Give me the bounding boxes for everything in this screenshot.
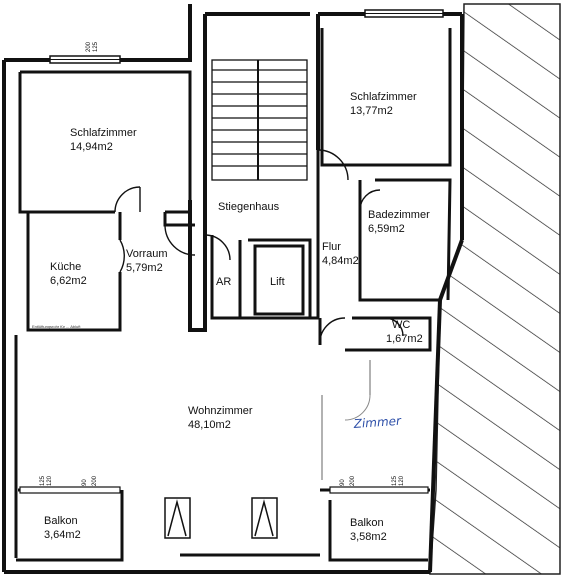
- window-top-right: [364, 9, 444, 18]
- room-name-schlafzimmer-left: Schlafzimmer: [70, 127, 137, 139]
- room-name-wc: WC: [392, 319, 410, 331]
- room-area-balkon-right: 3,58m2: [350, 531, 387, 543]
- window-dim-top-left-1: 200: [86, 41, 92, 52]
- window-dim-left-b-2: 200: [92, 475, 98, 486]
- room-area-balkon-left: 3,64m2: [44, 529, 81, 541]
- room-area-wc: 1,67m2: [386, 333, 423, 345]
- room-name-balkon-right: Balkon: [350, 517, 384, 529]
- room-area-schlafzimmer-left: 14,94m2: [70, 141, 113, 153]
- room-area-badezimmer: 6,59m2: [368, 223, 405, 235]
- handwritten-note: Zimmer: [352, 414, 402, 431]
- room-area-flur: 4,84m2: [322, 255, 359, 267]
- window-dim-left-b-1: 90: [82, 479, 88, 486]
- window-dim-left-a-1: 125: [40, 475, 46, 486]
- room-name-schlafzimmer-right: Schlafzimmer: [350, 91, 417, 103]
- room-area-vorraum: 5,79m2: [126, 262, 163, 274]
- window-dim-left-a-2: 120: [47, 475, 53, 486]
- window-top-left: [49, 55, 121, 64]
- room-name-flur: Flur: [322, 241, 341, 253]
- room-name-lift: Lift: [270, 276, 285, 288]
- room-name-balkon-left: Balkon: [44, 515, 78, 527]
- window-dim-right-a-1: 90: [340, 479, 346, 486]
- glass-door: [321, 360, 371, 480]
- window-dim-right-b-2: 120: [399, 475, 405, 486]
- interior-walls: [14, 28, 452, 562]
- door-swings: [114, 149, 404, 346]
- window-bottom-left: [19, 486, 121, 494]
- room-name-wohnzimmer: Wohnzimmer: [188, 405, 253, 417]
- window-bottom-right: [329, 486, 429, 494]
- outer-walls: [2, 4, 464, 574]
- room-name-ar: AR: [216, 276, 231, 288]
- window-dim-right-b-1: 125: [392, 475, 398, 486]
- window-dim-right-a-2: 200: [350, 475, 356, 486]
- balcony-doors: [164, 497, 278, 539]
- room-area-wohnzimmer: 48,10m2: [188, 419, 231, 431]
- room-area-kueche: 6,62m2: [50, 275, 87, 287]
- room-name-stiegenhaus: Stiegenhaus: [218, 201, 280, 213]
- staircase: [211, 59, 308, 181]
- room-area-schlafzimmer-right: 13,77m2: [350, 105, 393, 117]
- kitchen-note: Entlüftungsrohr für ... Abluft: [32, 324, 81, 329]
- room-name-badezimmer: Badezimmer: [368, 209, 430, 221]
- room-name-vorraum: Vorraum: [126, 248, 168, 260]
- window-dim-top-left-2: 125: [93, 41, 99, 52]
- room-name-kueche: Küche: [50, 261, 81, 273]
